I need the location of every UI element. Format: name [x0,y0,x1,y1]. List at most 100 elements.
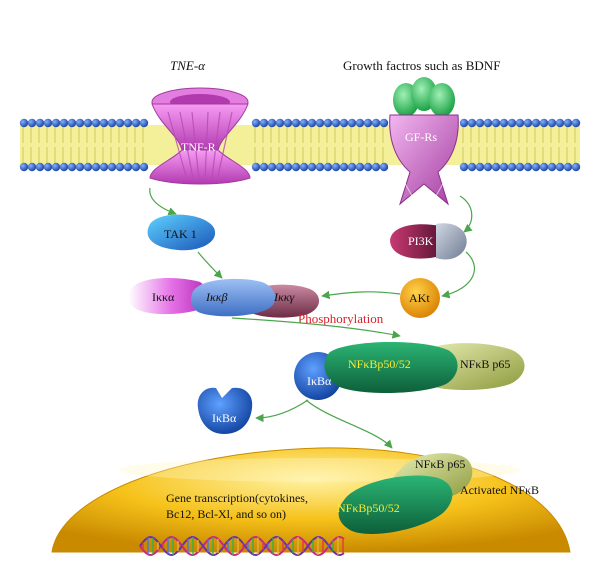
lipid-head [355,162,365,172]
nucleus [51,447,571,553]
lipid-head [507,162,517,172]
ikb-alpha-free-label: IκBα [212,411,237,425]
lipid-head [107,162,117,172]
tne-alpha-label: TNE-α [170,58,206,73]
lipid-head [459,118,469,128]
lipid-head [515,162,525,172]
lipid-head [539,118,549,128]
arrow-gfr-to-pi3k [459,195,473,233]
lipid-head [555,162,565,172]
ikk-gamma-label: Iκκγ [273,290,295,304]
lipid-head [75,118,85,128]
lipid-head [331,162,341,172]
lipid-head [571,118,581,128]
lipid-head [291,162,301,172]
akt-label: AKt [409,291,430,305]
lipid-head [475,162,485,172]
dna-helix [139,535,345,557]
nfkb-p50-52-nucleus-label: NFκBp50/52 [337,501,400,515]
lipid-head [75,162,85,172]
growth-factors-label: Growth factros such as BDNF [343,58,500,73]
lipid-head [563,118,573,128]
lipid-head [267,162,277,172]
lipid-head [547,118,557,128]
gf-receptor: GF-Rs [389,77,459,206]
lipid-head [347,162,357,172]
lipid-head [83,118,93,128]
lipid-head [27,162,37,172]
lipid-head [299,118,309,128]
lipid-head [267,118,277,128]
tnf-r-label: TNF-R [181,140,216,154]
arrow-to-nucleus [305,399,393,449]
lipid-head [91,162,101,172]
tak1-protein: TAK 1 [147,214,216,251]
ikk-beta-label: Iκκβ [205,290,228,304]
lipid-head [523,162,533,172]
lipid-head [51,118,61,128]
lipid-head [483,118,493,128]
lipid-head [363,118,373,128]
ikk-alpha-label: Iκκα [152,290,175,304]
lipid-head [107,118,117,128]
lipid-head [59,162,69,172]
lipid-head [291,118,301,128]
lipid-head [123,118,133,128]
lipid-head [491,162,501,172]
lipid-head [251,118,261,128]
akt-protein: AKt [400,278,440,318]
lipid-head [315,118,325,128]
lipid-head [275,162,285,172]
lipid-head [67,162,77,172]
lipid-head [563,162,573,172]
lipid-head [131,162,141,172]
lipid-head [475,118,485,128]
lipid-head [91,118,101,128]
lipid-head [99,118,109,128]
lipid-head [507,118,517,128]
lipid-head [115,118,125,128]
arrow-pi3k-to-akt [441,251,476,299]
lipid-head [491,118,501,128]
lipid-head [299,162,309,172]
signal-arrows [149,187,476,449]
lipid-head [323,118,333,128]
lipid-head [35,118,45,128]
lipid-head [355,118,365,128]
lipid-head [251,162,261,172]
lipid-head [547,162,557,172]
tak1-label: TAK 1 [164,227,197,241]
lipid-head [283,118,293,128]
lipid-head [531,162,541,172]
nfkb-p65-nucleus-label: NFκB p65 [415,457,465,471]
lipid-head [371,118,381,128]
lipid-head [483,162,493,172]
lipid-head [347,118,357,128]
lipid-head [499,162,509,172]
lipid-head [19,118,29,128]
nfkb-p65-label: NFκB p65 [460,357,510,371]
lipid-head [259,162,269,172]
lipid-head [35,162,45,172]
ikb-alpha-free: IκBα [197,387,253,434]
pi3k-protein: PI3K [390,223,467,260]
lipid-head [139,118,149,128]
lipid-head [43,118,53,128]
arrow-akt-to-ikk [321,290,401,300]
lipid-head [323,162,333,172]
lipid-head [515,118,525,128]
lipid-head [467,118,477,128]
lipid-head [331,118,341,128]
lipid-head [99,162,109,172]
arrow-tak1-to-ikk [197,251,223,279]
pi3k-label: PI3K [408,234,434,248]
lipid-head [259,118,269,128]
lipid-head [499,118,509,128]
gene-transcription-line1: Gene transcription(cytokines, [166,491,308,505]
gene-transcription-line2: Bc12, Bcl-Xl, and so on) [166,507,286,521]
ikb-alpha-bound-label: IκBα [307,374,332,388]
activated-nfkb-complex: NFκB p65 NFκBp50/52 [337,453,473,534]
lipid-head [283,162,293,172]
lipid-head [523,118,533,128]
